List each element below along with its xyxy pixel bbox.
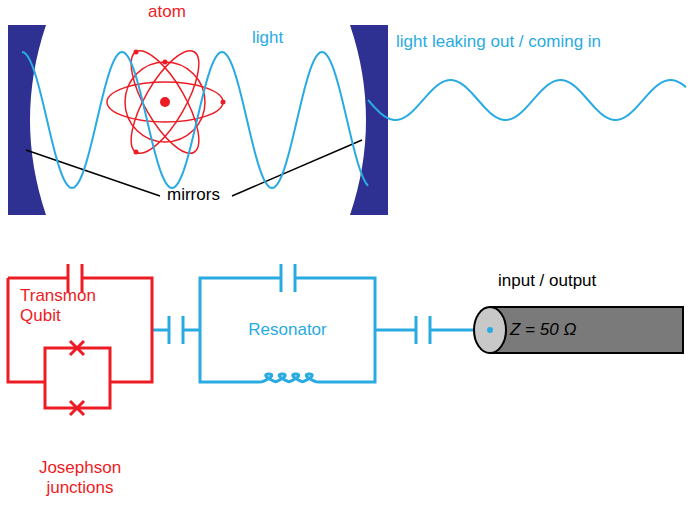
transmon-qubit: Transmon Qubit	[8, 278, 152, 382]
coupling-wire	[375, 329, 490, 332]
resonator-box: Resonator	[200, 278, 375, 382]
cable-outline	[470, 305, 685, 355]
node-label: Resonator	[248, 320, 326, 340]
atom-symbol	[107, 42, 226, 162]
josephson-junction	[70, 341, 84, 415]
capacitor-symbol	[280, 264, 283, 292]
light-label: light	[252, 28, 283, 48]
capacitor-symbol	[294, 264, 297, 292]
capacitor-symbol	[415, 316, 418, 344]
junction-label: Josephson junctions	[30, 458, 130, 498]
light-leak-label: light leaking out / coming in	[396, 32, 601, 52]
mirrors-label: mirrors	[167, 185, 220, 205]
light-wave	[368, 80, 686, 120]
light-wave	[22, 52, 368, 188]
node-label: Transmon Qubit	[20, 286, 115, 326]
inductor-symbol	[258, 374, 320, 382]
atom-label: atom	[148, 2, 186, 22]
capacitor-symbol	[182, 316, 185, 344]
right-mirror	[350, 25, 388, 215]
transmon-circuit	[8, 278, 152, 408]
left-mirror	[8, 25, 46, 215]
port-label: input / output	[498, 271, 596, 291]
node-label: Z = 50 Ω	[510, 320, 576, 340]
coax-cable: Z = 50 Ω	[470, 305, 685, 355]
leader-line	[26, 150, 160, 196]
resonator-circuit	[200, 278, 375, 382]
leader-line	[232, 140, 362, 196]
capacitor-symbol	[429, 316, 432, 344]
capacitor-symbol	[168, 316, 171, 344]
